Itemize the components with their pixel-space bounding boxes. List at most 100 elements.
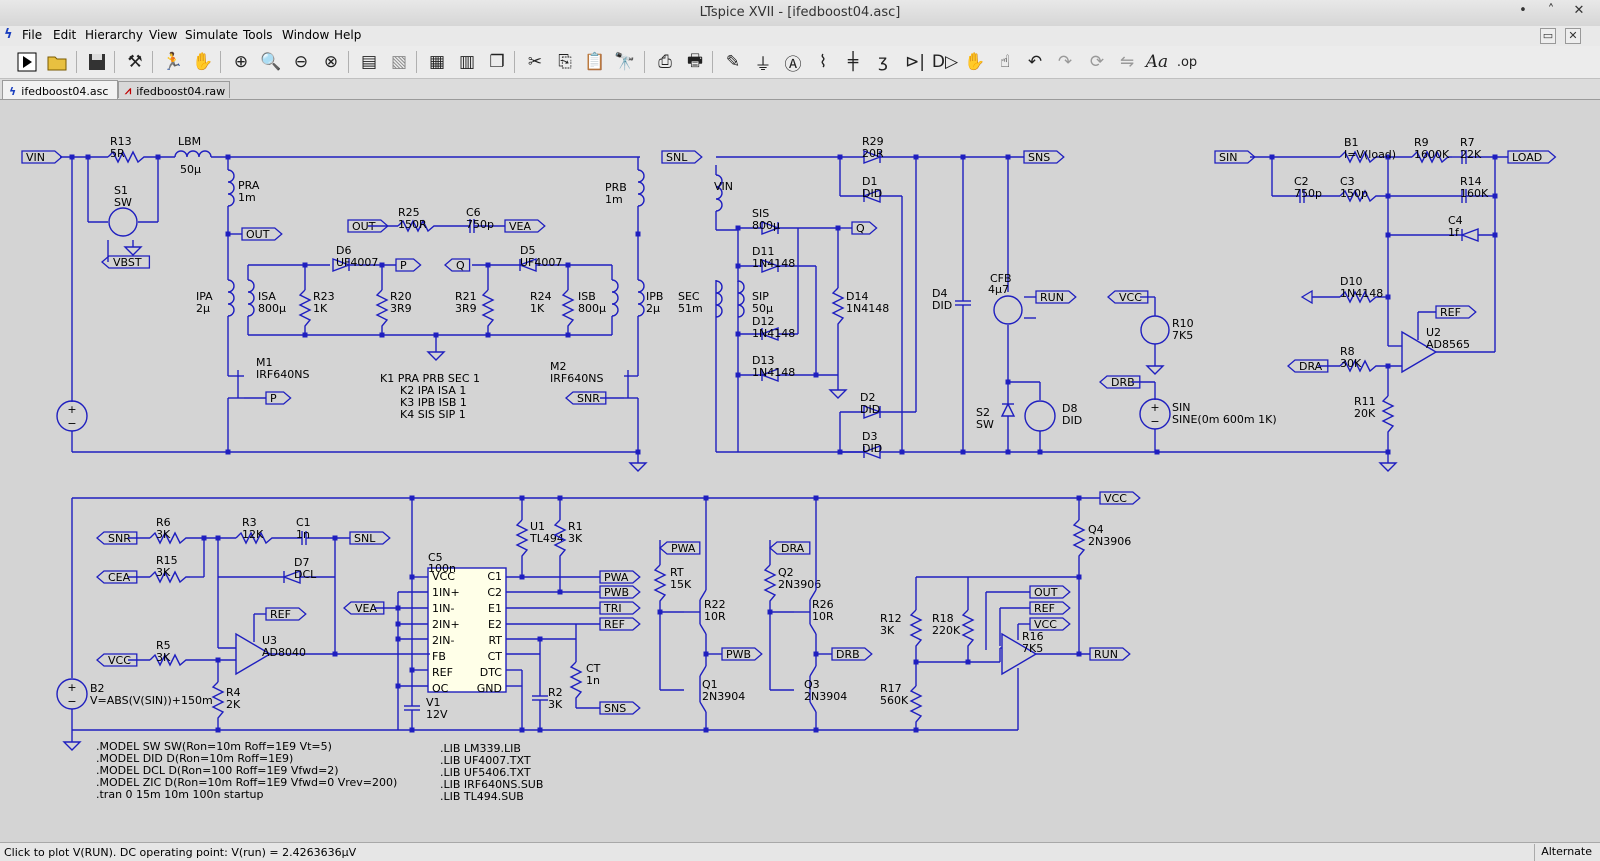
component-ref: R5 bbox=[156, 639, 171, 652]
print-icon[interactable]: 🖶 bbox=[686, 50, 704, 71]
zoom-in-icon[interactable]: ⊕ bbox=[233, 52, 249, 72]
title-bar: LTspice XVII - [ifedboost04.asc] • ˄ ✕ bbox=[0, 0, 1600, 27]
redo-icon[interactable]: ↷ bbox=[1057, 52, 1073, 72]
component-icon[interactable]: D▷ bbox=[931, 52, 959, 72]
mdi-restore-button[interactable]: ▭ bbox=[1540, 28, 1556, 44]
status-message: Click to plot V(RUN). DC operating point… bbox=[4, 846, 357, 859]
wire bbox=[1339, 290, 1380, 304]
maximize-button[interactable]: ˄ bbox=[1547, 3, 1555, 18]
component-ref: CT bbox=[586, 662, 601, 675]
tab-waveform[interactable]: ⩘ ifedboost04.raw bbox=[118, 81, 230, 98]
close-button[interactable]: ✕ bbox=[1573, 3, 1585, 18]
tile-vertical-icon[interactable]: ▦ bbox=[428, 52, 446, 72]
print-preview-icon[interactable]: ⎙ bbox=[658, 52, 672, 72]
component-ref: M1 bbox=[256, 356, 273, 369]
net-label-text: PWB bbox=[726, 648, 751, 661]
component-ref: R22 bbox=[704, 598, 726, 611]
add-plot-icon[interactable]: ▧ bbox=[390, 52, 408, 72]
paste-icon[interactable]: 📋 bbox=[584, 52, 606, 72]
probe-run-icon[interactable]: 🏃 bbox=[162, 52, 184, 72]
spice-directive: .LIB UF4007.TXT bbox=[440, 754, 531, 767]
component-ref: LBM bbox=[178, 135, 201, 148]
component-value: 1n bbox=[296, 528, 310, 541]
net-label-text: PWB bbox=[604, 586, 629, 599]
cut-icon[interactable]: ✂ bbox=[527, 52, 543, 72]
component-ref: D8 bbox=[1062, 402, 1077, 415]
junction bbox=[332, 651, 338, 657]
junction bbox=[899, 449, 905, 455]
wire bbox=[699, 665, 707, 677]
ground-icon[interactable]: ⏚ bbox=[754, 54, 772, 75]
menu-view[interactable]: View bbox=[149, 28, 178, 42]
autorange-icon[interactable]: ▤ bbox=[360, 52, 378, 72]
zoom-pan-icon[interactable]: 🔍 bbox=[260, 52, 282, 72]
cascade-icon[interactable]: ❐ bbox=[489, 52, 505, 72]
component-value: V=ABS(V(SIN))+150m bbox=[90, 694, 213, 707]
tab-schematic[interactable]: ϟ ifedboost04.asc bbox=[2, 80, 118, 99]
menu-edit[interactable]: Edit bbox=[53, 28, 77, 42]
wire bbox=[569, 661, 583, 702]
menu-hierarchy[interactable]: Hierarchy bbox=[85, 28, 144, 42]
resistor-icon[interactable]: ⌇ bbox=[818, 52, 828, 72]
component-ref: D1 bbox=[862, 175, 877, 188]
zoom-out-icon[interactable]: ⊖ bbox=[293, 52, 309, 72]
junction bbox=[225, 449, 231, 455]
mdi-close-button[interactable]: ✕ bbox=[1565, 28, 1581, 44]
mirror-icon[interactable]: ⇋ bbox=[1119, 52, 1135, 72]
net-label-icon[interactable]: Ⓐ bbox=[784, 54, 802, 75]
zoom-fit-icon[interactable]: ⊗ bbox=[323, 52, 339, 72]
control-panel-icon[interactable]: ⚒ bbox=[127, 52, 143, 72]
component-value: 50µ bbox=[752, 302, 773, 315]
capacitor-icon[interactable]: ╪ bbox=[847, 52, 859, 72]
inductor-icon[interactable]: ʒ bbox=[878, 52, 888, 72]
component-value: 1N4148 bbox=[846, 302, 889, 315]
component-ref: R4 bbox=[226, 686, 241, 699]
undo-icon[interactable]: ↶ bbox=[1027, 52, 1043, 72]
inductor bbox=[715, 174, 723, 212]
minimize-button[interactable]: • bbox=[1519, 3, 1527, 18]
rotate-icon[interactable]: ⟳ bbox=[1089, 52, 1105, 72]
halt-hand-icon[interactable]: ✋ bbox=[192, 52, 214, 72]
component-value: DID bbox=[862, 187, 882, 200]
menu-tools[interactable]: Tools bbox=[243, 28, 273, 42]
component-value: DCL bbox=[294, 568, 317, 581]
diode-icon[interactable]: ⊳| bbox=[905, 52, 925, 72]
ground-symbol bbox=[426, 351, 446, 361]
menu-file[interactable]: File bbox=[22, 28, 43, 42]
diode-symbol bbox=[761, 258, 780, 274]
spice-directive-icon[interactable]: .op bbox=[1176, 54, 1198, 70]
net-label-text: VCC bbox=[1119, 291, 1142, 304]
component-ref: D10 bbox=[1340, 275, 1362, 288]
inductor bbox=[174, 150, 212, 158]
net-label bbox=[347, 219, 389, 233]
drag-hand-icon[interactable]: ☝ bbox=[999, 52, 1011, 72]
text-icon[interactable]: Aa bbox=[1145, 52, 1169, 72]
menu-simulate[interactable]: Simulate bbox=[185, 28, 239, 42]
wire bbox=[909, 609, 923, 650]
tile-horizontal-icon[interactable]: ▥ bbox=[458, 52, 476, 72]
component-value: I=V(load) bbox=[1344, 148, 1396, 161]
component-ref: C4 bbox=[1448, 214, 1463, 227]
run-icon[interactable] bbox=[14, 49, 40, 75]
open-folder-icon[interactable] bbox=[44, 49, 70, 75]
component-value: 3K bbox=[568, 532, 583, 545]
menu-window[interactable]: Window bbox=[282, 28, 330, 42]
copy-icon[interactable]: ⎘ bbox=[558, 52, 572, 72]
component-ref: R14 bbox=[1460, 175, 1482, 188]
component-ref: Q1 bbox=[702, 678, 718, 691]
ground-symbol bbox=[628, 462, 648, 472]
schematic-drawing[interactable]: VINR135RLBM50µS1SWVBST+−PRA1mOUTPRB1mOUT… bbox=[0, 100, 1600, 842]
move-hand-icon[interactable]: ✋ bbox=[964, 52, 986, 72]
spice-directive: .LIB TL494.SUB bbox=[440, 790, 524, 803]
draw-wire-icon[interactable]: ✎ bbox=[725, 52, 741, 72]
ground-symbol bbox=[123, 246, 143, 256]
spice-directive: .MODEL SW SW(Ron=10m Roff=1E9 Vt=5) bbox=[96, 740, 332, 753]
component-ref: SIN bbox=[1172, 401, 1190, 414]
component-ref: R20 bbox=[390, 290, 412, 303]
net-label-text: P bbox=[400, 259, 407, 272]
save-icon[interactable] bbox=[84, 49, 110, 75]
component-value: 2N3904 bbox=[804, 690, 847, 703]
find-icon[interactable]: 🔭 bbox=[614, 52, 636, 72]
menu-help[interactable]: Help bbox=[334, 28, 362, 42]
